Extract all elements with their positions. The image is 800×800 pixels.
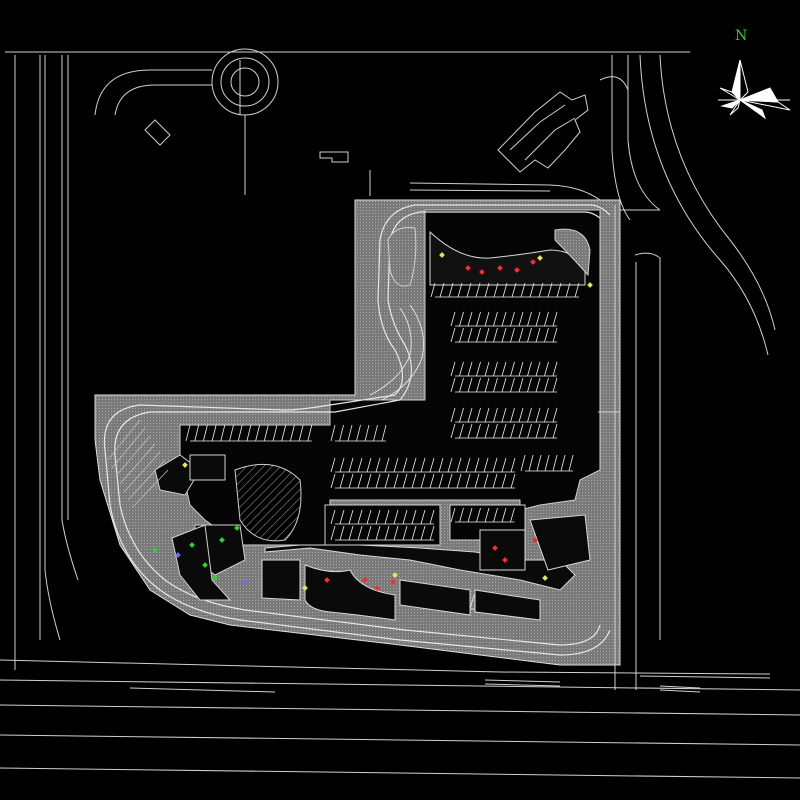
ramp [369, 304, 424, 401]
marker-symbol [324, 577, 330, 583]
equipment-markers [152, 252, 593, 591]
marker-symbol [542, 575, 548, 581]
marker-symbol [242, 579, 248, 585]
marker-symbol [392, 572, 398, 578]
north-wing-building [387, 227, 591, 287]
marker-symbol [497, 265, 503, 271]
marker-symbol [530, 259, 536, 265]
parking-row [330, 457, 516, 473]
south-strip-buildings [261, 514, 591, 621]
marker-symbol [465, 265, 471, 271]
parking-row [450, 361, 558, 377]
parking-row [450, 407, 558, 423]
west-pavilion [154, 454, 302, 601]
marker-symbol [390, 579, 396, 585]
parking-row [330, 509, 435, 525]
parking-row [450, 377, 558, 393]
parking-row [185, 424, 313, 442]
parking-stalls [185, 282, 580, 610]
parking-row [450, 311, 558, 327]
pavilion-building [497, 91, 589, 173]
marker-symbol [175, 552, 181, 558]
west-stair-plaza [107, 419, 169, 509]
boundary-lines [598, 205, 660, 690]
parking-row [330, 424, 387, 442]
north-arrow-label: N [735, 28, 747, 44]
marker-symbol [212, 575, 218, 581]
marker-symbol [302, 585, 308, 591]
north-access-lines [369, 170, 601, 201]
marker-symbol [492, 545, 498, 551]
marker-symbol [587, 282, 593, 288]
parking-row [330, 525, 435, 541]
north-arrow-icon [718, 59, 791, 120]
north-arrow: N [718, 28, 791, 120]
marker-symbol [362, 577, 368, 583]
marker-symbol [152, 547, 158, 553]
parking-row [450, 327, 558, 343]
marker-symbol [439, 252, 445, 258]
marker-symbol [479, 269, 485, 275]
marker-symbol [514, 267, 520, 273]
marker-symbol [374, 585, 380, 591]
marker-symbol [502, 557, 508, 563]
marker-symbol [234, 525, 240, 531]
marker-symbol [202, 562, 208, 568]
marker-symbol [537, 255, 543, 261]
marker-symbol [532, 537, 538, 543]
roundabout [94, 48, 279, 195]
road-lines [0, 51, 800, 779]
marker-symbol [189, 542, 195, 548]
parking-row [330, 473, 516, 489]
parking-row [430, 282, 580, 298]
parking-row [450, 507, 515, 523]
marker-symbol [219, 537, 225, 543]
parking-row [450, 423, 558, 439]
small-kiosk [144, 119, 349, 163]
marker-symbol [182, 462, 188, 468]
internal-road [103, 204, 611, 656]
parking-row [520, 454, 574, 472]
